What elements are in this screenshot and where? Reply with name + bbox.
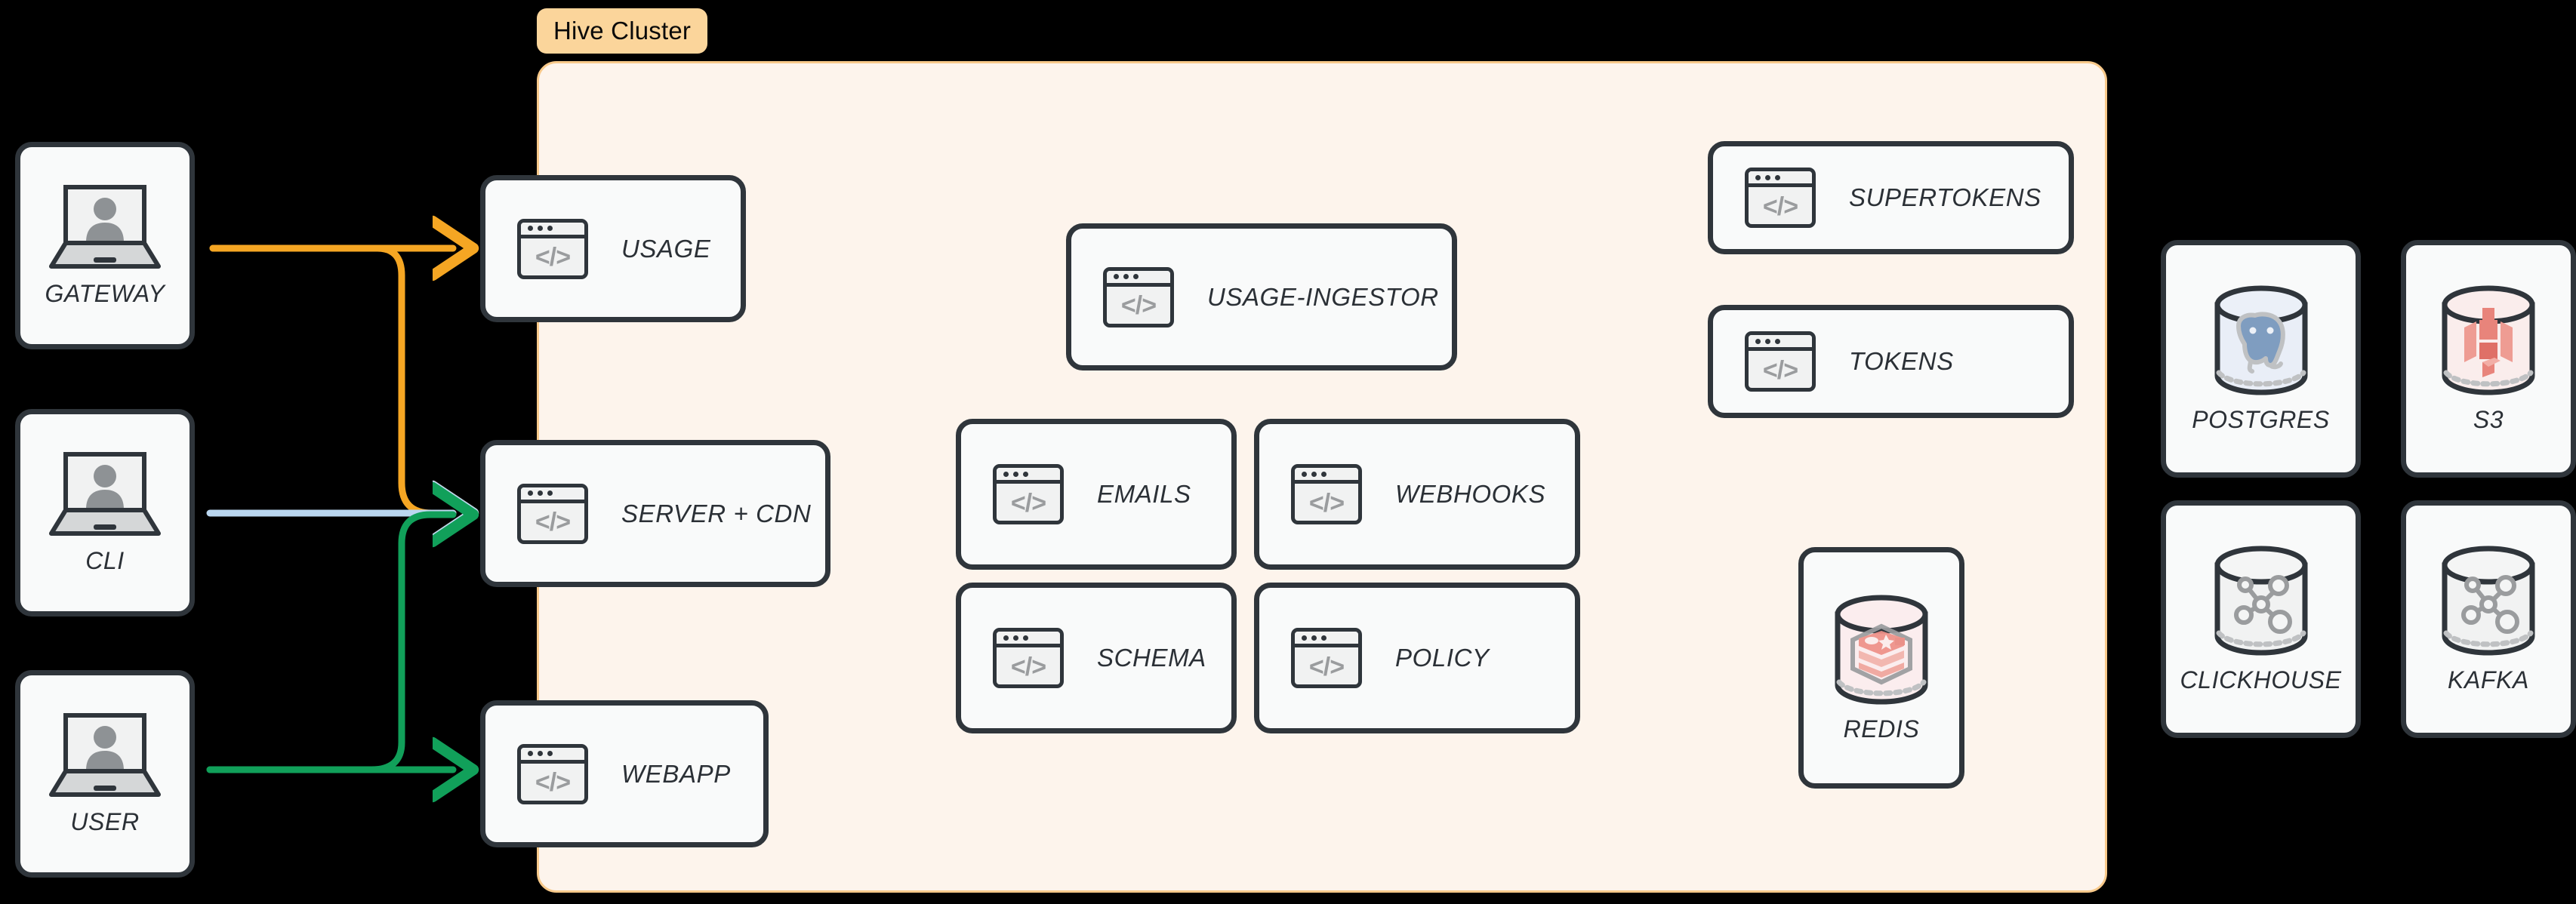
code-glyph: </> [535,243,571,272]
service-node-schema[interactable]: </> SCHEMA [956,583,1237,733]
service-label: POLICY [1395,644,1490,672]
service-label: SUPERTOKENS [1849,183,2041,211]
hive-cluster-label: Hive Cluster [537,8,708,54]
code-glyph: </> [535,508,571,537]
code-window-icon: </> [1745,168,1816,228]
service-label: USAGE-INGESTOR [1207,282,1439,311]
code-glyph: </> [1308,488,1345,518]
client-node-user[interactable]: USER [15,670,195,878]
code-window-icon: </> [517,743,588,804]
s3-cylinder-icon [2433,284,2544,398]
service-node-usage[interactable]: </> USAGE [480,175,746,322]
store-label: KAFKA [2448,666,2529,693]
client-label: USER [70,808,140,835]
client-label: GATEWAY [45,280,165,307]
code-window-icon: </> [993,628,1064,688]
client-node-gateway[interactable]: GATEWAY [15,142,195,349]
service-label: USAGE [621,234,711,263]
store-node-redis[interactable]: REDIS [1798,547,1964,789]
store-label: REDIS [1843,715,1920,743]
service-node-tokens[interactable]: </> TOKENS [1708,305,2074,418]
graph-cylinder-icon [2433,544,2544,659]
client-label: CLI [85,547,125,574]
code-glyph: </> [1308,652,1345,681]
store-label: CLICKHOUSE [2180,666,2342,693]
code-window-icon: </> [1103,266,1174,327]
service-label: SERVER + CDN [621,499,812,527]
code-window-icon: </> [517,483,588,544]
store-label: S3 [2473,406,2504,433]
wire-gateway-to-server-cdn [209,244,453,513]
code-glyph: </> [1762,192,1798,221]
redis-cylinder-icon [1826,593,1937,708]
code-glyph: </> [1120,291,1157,320]
service-label: WEBHOOKS [1395,480,1546,508]
store-node-kafka[interactable]: KAFKA [2401,500,2576,738]
service-node-emails[interactable]: </> EMAILS [956,419,1237,570]
service-node-usage-ingestor[interactable]: </> USAGE-INGESTOR [1066,223,1457,371]
store-node-s3[interactable]: S3 [2401,240,2576,478]
client-node-cli[interactable]: CLI [15,409,195,617]
store-node-clickhouse[interactable]: CLICKHOUSE [2161,500,2361,738]
service-label: WEBAPP [621,759,731,788]
graph-cylinder-icon [2205,544,2317,659]
laptop-person-icon [48,712,162,801]
code-glyph: </> [535,768,571,797]
service-node-server-cdn[interactable]: </> SERVER + CDN [480,440,830,587]
code-window-icon: </> [1291,464,1362,524]
laptop-person-icon [48,450,162,540]
service-node-webhooks[interactable]: </> WEBHOOKS [1254,419,1580,570]
code-glyph: </> [1010,652,1046,681]
service-label: TOKENS [1849,347,1954,375]
code-window-icon: </> [517,218,588,279]
code-window-icon: </> [993,464,1064,524]
code-window-icon: </> [1745,331,1816,392]
wire-user-to-server-cdn [206,515,453,773]
postgres-cylinder-icon [2205,284,2317,398]
service-node-supertokens[interactable]: </> SUPERTOKENS [1708,141,2074,254]
code-glyph: </> [1762,355,1798,385]
laptop-person-icon [48,183,162,272]
service-label: SCHEMA [1097,644,1206,672]
service-node-policy[interactable]: </> POLICY [1254,583,1580,733]
code-window-icon: </> [1291,628,1362,688]
store-node-postgres[interactable]: POSTGRES [2161,240,2361,478]
store-label: POSTGRES [2192,406,2330,433]
service-node-webapp[interactable]: </> WEBAPP [480,700,769,847]
code-glyph: </> [1010,488,1046,518]
service-label: EMAILS [1097,480,1191,508]
